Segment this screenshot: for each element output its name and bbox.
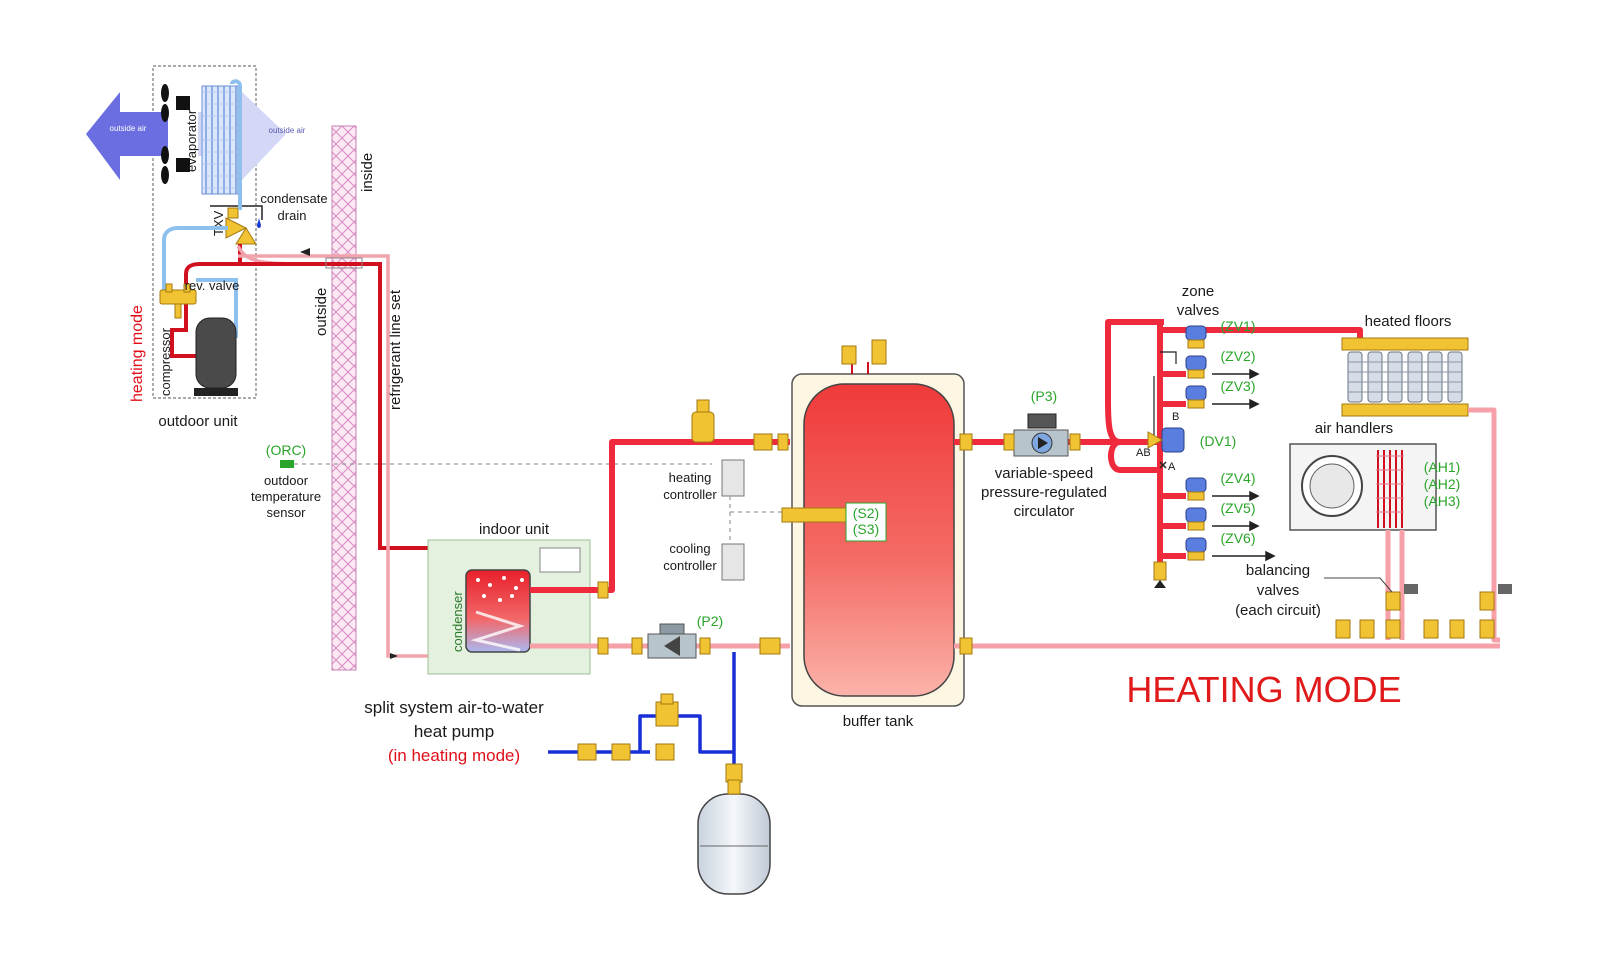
port-a-label: A [1168,461,1176,473]
heated-floors-title: heated floors [1365,313,1452,330]
port-b-label: B [1172,411,1179,423]
zv1-label: (ZV1) [1221,318,1256,334]
heat-pump-caption-2: heat pump [414,722,494,741]
heated-floors-manifold [1341,337,1469,417]
condensate-drain-label-2: drain [278,208,307,223]
ah1-label: (AH1) [1424,459,1461,475]
ball-valve [753,433,773,451]
compressor-label: compressor [158,327,173,396]
condensate-drop-icon [257,218,261,228]
outdoor-unit-title: outdoor unit [158,413,238,430]
heating-controller-label-1: heating [669,470,712,485]
orc-label-2: temperature [251,489,321,504]
inside-label: inside [359,153,376,192]
zv4-label: (ZV4) [1221,470,1256,486]
ah3-label: (AH3) [1424,493,1461,509]
heating-controller-label-2: controller [663,487,717,502]
balancing-label-1: balancing [1246,562,1310,579]
zone-valves-title-1: zone [1182,283,1215,300]
outdoor-unit: outside air outside air evaporator TXV [86,65,328,430]
zv3-label: (ZV3) [1221,378,1256,394]
fan-icon [161,84,190,122]
heating-mode-side-label: heating mode [129,305,146,402]
outside-label: outside [313,288,330,336]
circulator-p3 [1003,413,1081,457]
zone-valve-group [1185,325,1207,561]
condenser-label: condenser [450,591,465,652]
air-handler-unit [1289,443,1437,531]
orc-label-1: outdoor [264,473,309,488]
compressor [194,317,238,396]
cooling-controller [721,543,745,581]
outside-air-left-text: outside air [110,124,147,133]
buffer-tank-title: buffer tank [843,713,914,730]
balancing-label-2: valves [1257,582,1300,599]
fan-icon [161,146,190,184]
exterior-wall: inside outside refrigerant line set [313,125,404,671]
heat-pump-caption-3: (in heating mode) [388,746,520,765]
heating-mode-banner: HEATING MODE [1126,669,1401,710]
p3-label: (P3) [1031,388,1057,404]
dv1-label: (DV1) [1200,433,1237,449]
outside-air-right-text: outside air [269,126,306,135]
txv-valve [225,207,257,245]
balancing-valves [1335,584,1512,639]
s2-label: (S2) [853,505,879,521]
ah2-label: (AH2) [1424,476,1461,492]
expansion-tank [697,779,771,895]
p3-desc-3: circulator [1014,503,1075,520]
pressure-reducing-valve [655,693,679,727]
p3-desc-2: pressure-regulated [981,484,1107,501]
zv5-label: (ZV5) [1221,500,1256,516]
orc-code: (ORC) [266,442,306,458]
p2-label: (P2) [697,613,723,629]
zone-valves-title-2: valves [1177,302,1220,319]
reversing-valve [159,283,197,319]
outdoor-temperature-sensor: (ORC) outdoor temperature sensor [251,442,321,520]
cooling-controller-label-1: cooling [669,541,710,556]
condensate-drain-label-1: condensate [260,191,327,206]
balancing-label-3: (each circuit) [1235,602,1321,619]
heating-controller [721,459,745,497]
diverter-valve-dv1 [1147,427,1185,469]
p3-desc-1: variable-speed [995,465,1093,482]
outside-air-arrow-left [86,92,168,180]
rev-valve-label: rev. valve [185,278,240,293]
air-handlers-title: air handlers [1315,420,1393,437]
circulator-p2 [647,623,697,659]
port-ab-label: AB [1136,447,1151,459]
refrigerant-line-set-label: refrigerant line set [387,289,404,410]
indoor-unit: condenser indoor unit [427,521,591,675]
zv2-label: (ZV2) [1221,348,1256,364]
indoor-unit-title: indoor unit [479,521,550,538]
evaporator-label: evaporator [184,109,199,172]
cooling-controller-label-2: controller [663,558,717,573]
orc-label-3: sensor [266,505,306,520]
zv6-label: (ZV6) [1221,530,1256,546]
txv-label: TXV [211,210,226,236]
evaporator-coil [201,79,242,195]
s3-label: (S3) [853,521,879,537]
sensor-well [781,507,847,523]
heat-pump-caption-1: split system air-to-water [364,698,544,717]
air-vent [691,399,715,443]
